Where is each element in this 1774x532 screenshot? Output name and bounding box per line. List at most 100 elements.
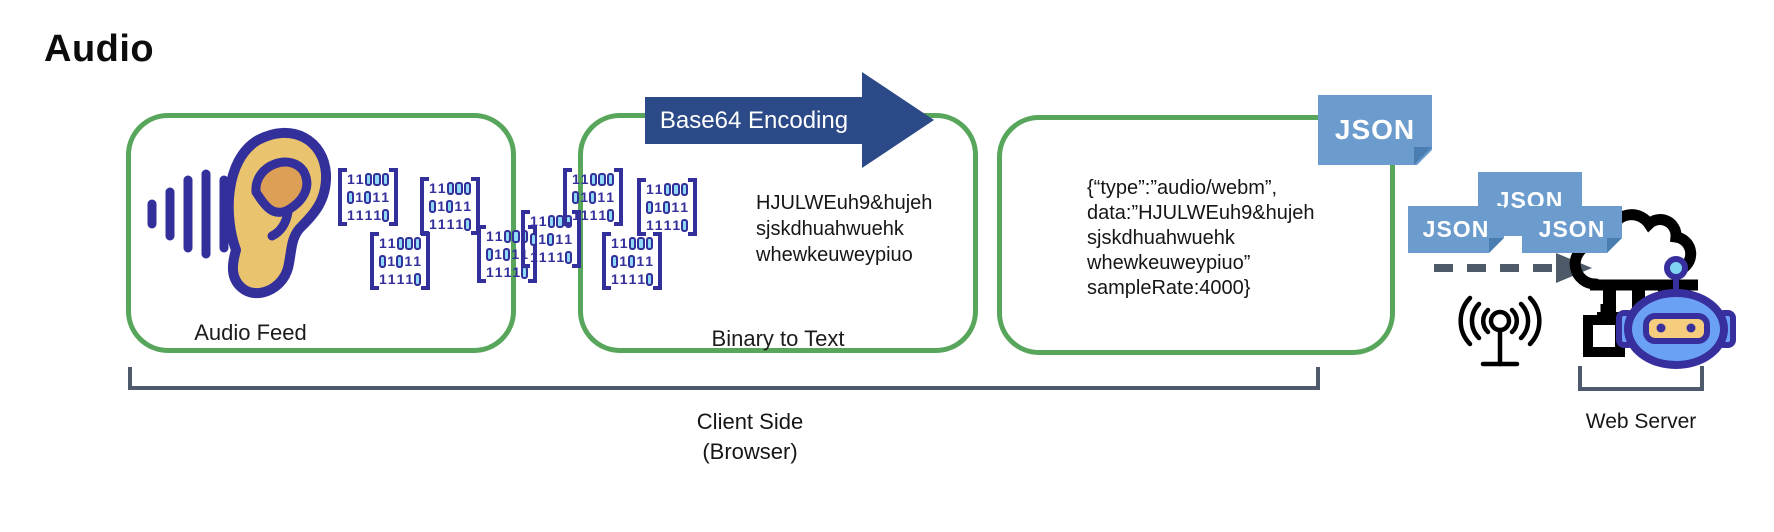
digit-zero [680, 182, 688, 196]
bracket-left-icon [420, 177, 429, 235]
digit-one: 1 [429, 180, 437, 196]
client-side-label: Client Side (Browser) [696, 409, 804, 464]
digit-one: 1 [347, 207, 355, 223]
digit-zero [455, 181, 463, 195]
digit-one: 1 [580, 207, 589, 223]
bracket-right-icon [653, 232, 662, 290]
digit-one: 1 [494, 228, 503, 244]
digit-one: 1 [654, 181, 663, 197]
digit-one: 1 [381, 189, 389, 205]
digit-zero [646, 272, 653, 286]
digit-zero [606, 172, 614, 186]
digit-one: 1 [486, 264, 494, 280]
digit-one: 1 [572, 207, 580, 223]
digit-zero [364, 172, 373, 186]
digit-zero [396, 236, 405, 250]
cloud-server-robot-icon [1569, 209, 1736, 369]
digit-zero [413, 236, 421, 250]
digit-zero [547, 232, 555, 246]
json-file-tab: JSON [1318, 95, 1432, 165]
digit-one: 1 [379, 235, 387, 251]
digit-one: 1 [572, 171, 580, 187]
digit-one: 1 [645, 253, 653, 269]
binary-to-text-label: Binary to Text [711, 326, 845, 351]
digit-one: 1 [538, 231, 547, 247]
digit-one: 1 [372, 189, 381, 205]
digit-one: 1 [538, 249, 547, 265]
digit-one: 1 [663, 217, 672, 233]
digit-zero [589, 172, 598, 186]
digit-one: 1 [429, 216, 437, 232]
digit-one: 1 [580, 189, 589, 205]
digit-one: 1 [538, 213, 547, 229]
web-server-label: Web Server [1585, 410, 1697, 433]
digit-one: 1 [637, 271, 646, 287]
page-title: Audio [44, 28, 155, 70]
json-payload-text: {“type”:”audio/webm”, data:”HJULWEuh9&hu… [1087, 177, 1315, 299]
digit-zero [347, 190, 355, 204]
digit-one: 1 [364, 207, 373, 223]
digit-zero [547, 214, 556, 228]
bracket-right-icon [471, 177, 480, 235]
digit-one: 1 [547, 249, 556, 265]
digit-one: 1 [413, 253, 421, 269]
digit-zero [379, 254, 387, 268]
digit-zero [414, 272, 421, 286]
digit-zero [381, 172, 389, 186]
ear-listening-icon [147, 127, 332, 299]
digit-one: 1 [611, 271, 619, 287]
digit-one: 1 [556, 249, 565, 265]
json-packet-right: JSON [1522, 206, 1622, 253]
digit-one: 1 [680, 199, 688, 215]
bracket-right-icon [614, 168, 623, 226]
digit-zero [672, 182, 680, 196]
digit-one: 1 [555, 231, 564, 247]
digit-one: 1 [437, 198, 446, 214]
digit-zero [396, 254, 404, 268]
web-server-bracket [1578, 366, 1704, 391]
digit-zero [446, 181, 455, 195]
robot-head-icon [1616, 256, 1736, 369]
digit-one: 1 [494, 246, 503, 262]
bracket-right-icon [528, 225, 537, 283]
digit-one: 1 [355, 171, 364, 187]
digit-zero [646, 200, 654, 214]
digit-zero [503, 247, 511, 261]
digit-zero [373, 172, 381, 186]
digit-one: 1 [373, 207, 382, 223]
digit-one: 1 [463, 198, 471, 214]
audio-feed-label: Audio Feed [194, 320, 307, 345]
digit-one: 1 [654, 217, 663, 233]
digit-zero [464, 217, 471, 231]
bracket-left-icon [602, 232, 611, 290]
digit-zero [405, 236, 413, 250]
digit-one: 1 [396, 271, 405, 287]
digit-zero [628, 236, 637, 250]
digit-zero [572, 190, 580, 204]
base64-arrow-head-icon [862, 72, 934, 168]
digit-one: 1 [654, 199, 663, 215]
digit-one: 1 [404, 253, 413, 269]
bracket-left-icon [370, 232, 379, 290]
digit-one: 1 [611, 235, 619, 251]
bracket-right-icon [572, 210, 581, 268]
digit-zero [565, 250, 572, 264]
digit-one: 1 [387, 235, 396, 251]
digit-one: 1 [503, 264, 512, 280]
